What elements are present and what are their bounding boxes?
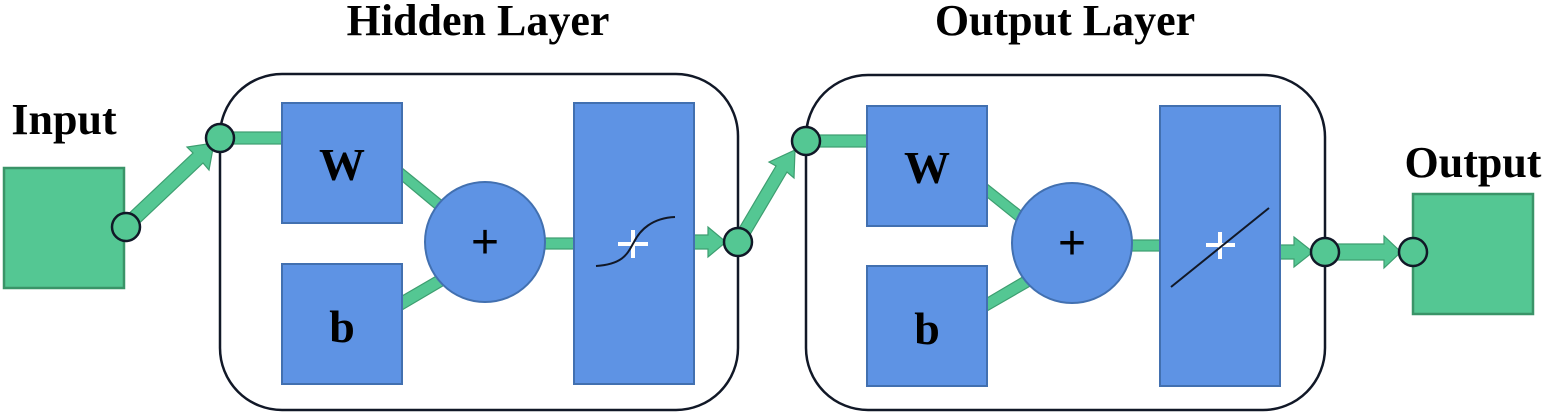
hidden-layer: W b + [281, 102, 695, 385]
hidden-bias-label: b [329, 301, 355, 352]
output-entry-node [790, 125, 822, 157]
input-label: Input [11, 95, 117, 144]
arrow-input-to-hidden [120, 142, 215, 232]
hidden-sum-symbol: + [471, 216, 499, 269]
output-weight-label: W [904, 142, 950, 193]
hidden-weight-label: W [319, 139, 365, 190]
hidden-layer-title: Hidden Layer [347, 0, 610, 45]
output-bias-label: b [914, 303, 940, 354]
sigmoid-icon [595, 216, 676, 267]
arrow-hidden-to-output [733, 149, 796, 244]
output-sum-node [1011, 182, 1133, 304]
output-weight-block [866, 105, 988, 227]
hidden-entry-node [204, 122, 236, 154]
input-node [110, 211, 142, 243]
hidden-weight-block [281, 102, 403, 224]
linear-icon [1170, 207, 1270, 288]
output-layer-title: Output Layer [935, 0, 1195, 45]
arrow-output-transfer-to-exit [1279, 235, 1314, 269]
output-sum-symbol: + [1058, 217, 1086, 270]
output-layer: W b + [866, 105, 1281, 387]
output-box-node [1397, 236, 1429, 268]
hidden-sum-node [424, 181, 546, 303]
output-label: Output [1405, 138, 1542, 187]
link-hidden-sum-to-transfer [543, 237, 577, 250]
hidden-bias-block [281, 263, 403, 385]
output-exit-node [1309, 236, 1341, 268]
link-output-sum-to-transfer [1130, 239, 1163, 252]
connection-nodes [110, 122, 1429, 268]
hidden-exit-node [722, 226, 754, 258]
output-box [1411, 192, 1535, 316]
arrow-hidden-transfer-to-exit [693, 225, 727, 259]
arrow-to-output-box [1335, 234, 1402, 270]
output-bias-block [866, 265, 988, 387]
input-box [2, 166, 126, 290]
